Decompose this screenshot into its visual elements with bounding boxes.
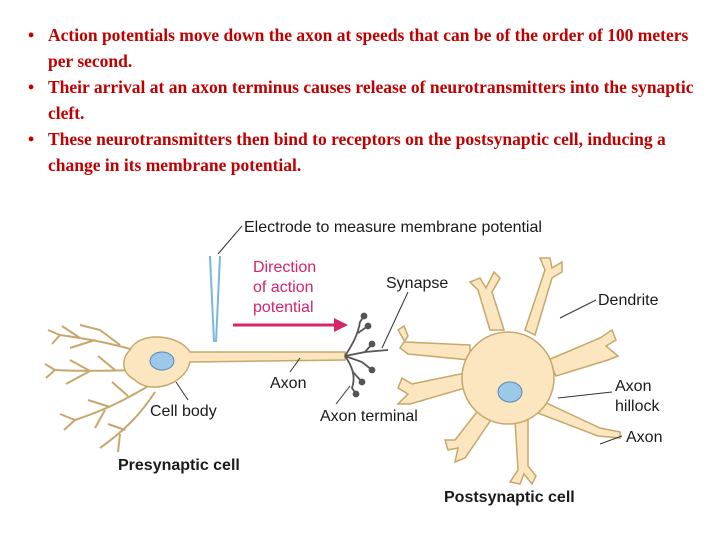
postsynaptic-axon: [534, 398, 621, 439]
electrode-label: Electrode to measure membrane potential: [244, 219, 542, 236]
electrode-leader-line: [217, 225, 243, 255]
direction-label-line1: Direction: [253, 259, 316, 276]
direction-arrow: [233, 318, 348, 332]
electrode: [209, 255, 221, 343]
bullet-symbol: •: [28, 129, 35, 149]
axon-label: Axon: [270, 375, 306, 392]
leader-lines: [175, 291, 623, 445]
bullet-text: Their arrival at an axon terminus causes…: [48, 77, 694, 123]
direction-label-line2: of action: [253, 279, 313, 296]
presynaptic-cell: [123, 336, 346, 388]
axon-hillock-label-line1: Axon: [615, 378, 651, 395]
postsynaptic-axon-label: Axon: [626, 429, 662, 446]
bullet-symbol: •: [28, 25, 35, 45]
bullet-text: These neurotransmitters then bind to rec…: [48, 129, 666, 175]
bullet-item: • Action potentials move down the axon at…: [28, 22, 708, 74]
axon-terminal-branches: [344, 312, 389, 398]
cell-body-label: Cell body: [150, 403, 217, 420]
bullet-item: • These neurotransmitters then bind to re…: [28, 126, 708, 178]
bullet-item: • Their arrival at an axon terminus cause…: [28, 74, 708, 126]
axon-hillock-label-line2: hillock: [615, 398, 660, 415]
postsynaptic-nucleus: [497, 381, 523, 403]
bullet-symbol: •: [28, 77, 35, 97]
bullet-list: • Action potentials move down the axon at…: [28, 22, 708, 178]
presynaptic-nucleus: [149, 351, 175, 371]
synapse-label: Synapse: [386, 275, 448, 292]
presynaptic-cell-label: Presynaptic cell: [118, 457, 240, 474]
axon-terminal-label: Axon terminal: [320, 408, 418, 425]
dendrite-label: Dendrite: [598, 292, 659, 309]
postsynaptic-dendrites: [396, 257, 620, 486]
bullet-text: Action potentials move down the axon at …: [48, 25, 689, 71]
postsynaptic-cell: [461, 331, 555, 425]
postsynaptic-cell-label: Postsynaptic cell: [444, 489, 575, 506]
direction-label-line3: potential: [253, 299, 314, 316]
